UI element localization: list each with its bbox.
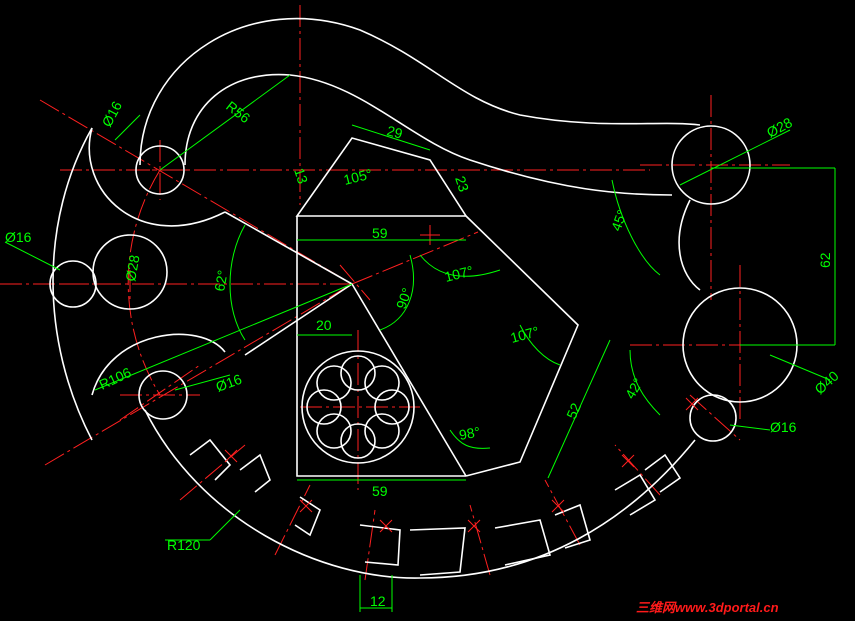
dim-52: 52 xyxy=(563,400,584,421)
dim-phi28-left: Ø28 xyxy=(122,253,142,282)
dim-62deg: 62° xyxy=(211,269,230,293)
dimension-texts: Ø16 R56 29 13 23 105° Ø28 45° 62 Ø16 Ø28… xyxy=(5,98,842,609)
dim-r120: R120 xyxy=(167,537,201,553)
dim-20: 20 xyxy=(316,317,332,333)
slot-tick-marks xyxy=(224,397,699,533)
dimension-lines xyxy=(4,74,836,612)
phi16-top-circle xyxy=(135,145,185,195)
dim-59-top: 59 xyxy=(372,225,388,241)
dim-phi16-br: Ø16 xyxy=(770,419,797,435)
phi28-right-circle xyxy=(671,125,751,205)
dim-90deg: 90° xyxy=(393,286,415,311)
bolt-circle-outer xyxy=(301,350,415,464)
triangle-left-edges xyxy=(296,216,466,477)
dim-45deg: 45° xyxy=(608,208,630,233)
dim-phi16-left: Ø16 xyxy=(5,229,32,245)
top-arm-outer xyxy=(139,17,701,166)
phi16-br-circle xyxy=(689,394,737,442)
dim-12: 12 xyxy=(370,593,386,609)
phi16-bl-circle xyxy=(138,370,188,420)
slot-teeth xyxy=(189,438,682,576)
trapezoid-cutout xyxy=(295,137,468,217)
right-link-arc xyxy=(678,199,701,291)
dim-13: 13 xyxy=(291,166,311,186)
bottom-outer-arc xyxy=(144,409,696,579)
bolt-holes xyxy=(306,355,410,459)
dim-105deg: 105° xyxy=(342,165,374,188)
phi16-left-circle xyxy=(49,260,97,308)
dim-29: 29 xyxy=(385,122,404,141)
upper-crescent xyxy=(88,127,226,227)
dim-107deg-top: 107° xyxy=(443,262,475,285)
dim-59-bottom: 59 xyxy=(372,483,388,499)
watermark: 三维网www.3dportal.cn xyxy=(636,600,779,615)
right-pocket xyxy=(465,215,579,477)
dim-23: 23 xyxy=(452,174,472,194)
part-geometry xyxy=(49,17,798,579)
dim-98deg: 98° xyxy=(458,424,482,443)
dim-107deg-right: 107° xyxy=(509,323,541,346)
top-arm-inner xyxy=(184,73,673,196)
left-outer-arc xyxy=(52,127,93,441)
lower-crescent xyxy=(91,333,226,396)
dim-62: 62 xyxy=(817,252,833,268)
